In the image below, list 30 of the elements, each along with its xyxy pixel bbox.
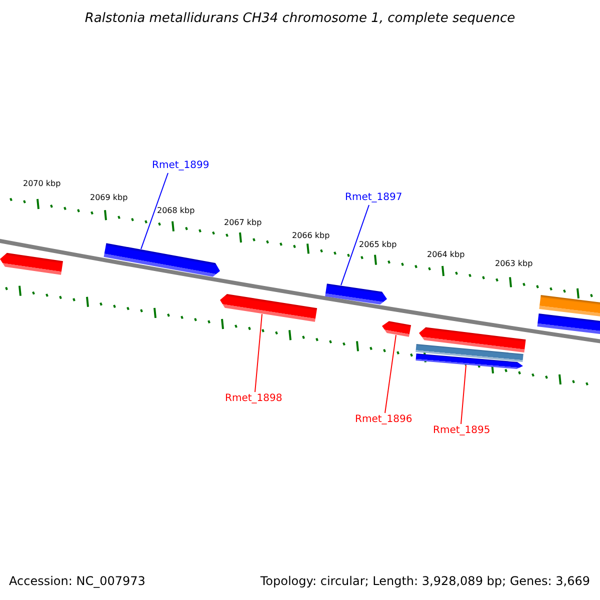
gene-label: Rmet_1895 xyxy=(433,426,490,436)
gene-feature xyxy=(537,314,600,334)
gene-label: Rmet_1899 xyxy=(152,161,210,171)
gene-feature xyxy=(416,354,523,369)
gene-feature xyxy=(104,243,220,277)
scale-label: 2066 kbp xyxy=(292,232,330,240)
scale-label: 2067 kbp xyxy=(224,219,262,227)
gene-feature xyxy=(0,252,63,275)
gene-label: Rmet_1897 xyxy=(345,193,402,203)
scale-label: 2070 kbp xyxy=(23,180,61,188)
scale-label: 2069 kbp xyxy=(90,194,128,202)
gene-feature xyxy=(382,321,412,337)
gene-feature xyxy=(539,295,600,317)
scale-label: 2068 kbp xyxy=(157,207,195,215)
leader-line xyxy=(140,172,168,250)
gene-label: Rmet_1896 xyxy=(355,415,412,425)
gene-feature xyxy=(220,294,318,322)
leader-line xyxy=(460,364,466,424)
accession-text: Accession: NC_007973 xyxy=(9,575,146,587)
title: Ralstonia metallidurans CH34 chromosome 1, complete sequence xyxy=(84,12,516,25)
scale-label: 2063 kbp xyxy=(495,260,533,268)
summary-text: Topology: circular; Length: 3,928,089 bp; Genes: 3,669 xyxy=(260,575,590,587)
gene-feature xyxy=(325,284,387,305)
leader-line xyxy=(384,334,396,414)
leader-line xyxy=(340,204,370,286)
gene-label: Rmet_1898 xyxy=(225,394,282,404)
scale-label: 2065 kbp xyxy=(359,241,397,249)
scale-label: 2064 kbp xyxy=(427,251,465,259)
gene-feature xyxy=(419,327,526,352)
gene-feature xyxy=(416,344,524,362)
